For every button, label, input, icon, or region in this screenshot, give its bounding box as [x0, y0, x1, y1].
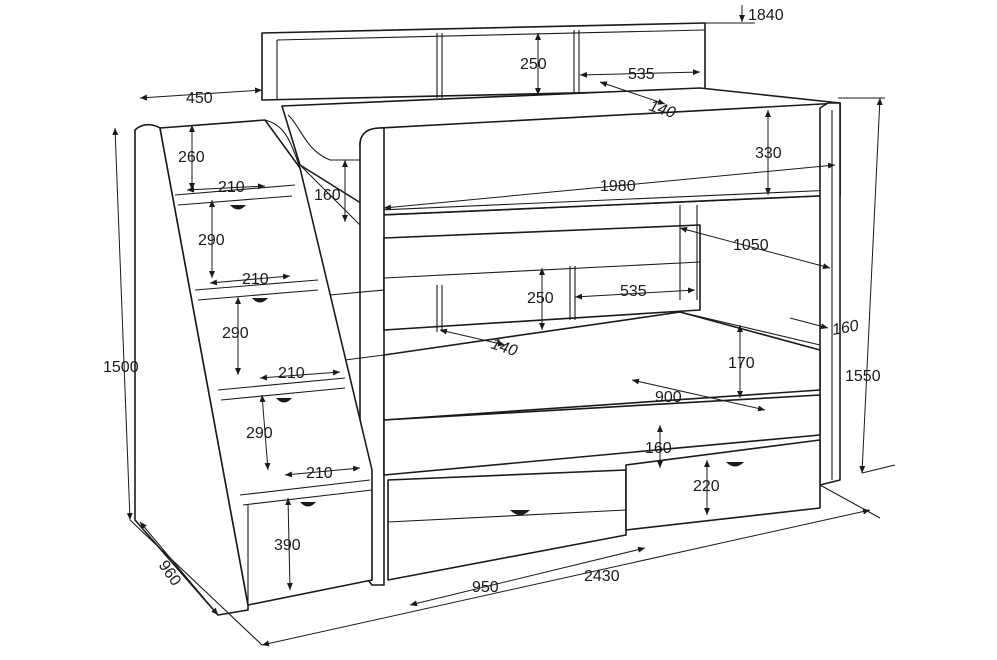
dim-950: 950	[472, 579, 499, 596]
dim-1550: 1550	[845, 368, 881, 385]
dim-290-2: 290	[222, 325, 249, 342]
step-handle-icon[interactable]	[252, 298, 268, 303]
dim-160-right: 160	[831, 318, 860, 339]
step-handle-icon[interactable]	[300, 502, 316, 507]
upper-shelf-unit	[261, 22, 706, 101]
dimension-lines	[112, 5, 896, 647]
dimension-labels: 1840 250 535 140 450 260 210 160 330 198…	[103, 7, 881, 596]
dim-210-1: 210	[218, 179, 245, 196]
dim-170: 170	[728, 355, 755, 372]
dim-160-lower: 160	[645, 440, 672, 457]
dim-1050: 1050	[733, 237, 769, 254]
dim-390: 390	[274, 537, 301, 554]
drawer-handle-icon[interactable]	[726, 462, 744, 467]
right-post	[819, 102, 841, 486]
dim-330: 330	[755, 145, 782, 162]
dim-900: 900	[655, 389, 682, 406]
dim-250-lower: 250	[527, 290, 554, 307]
dim-260: 260	[178, 149, 205, 166]
dim-210-3: 210	[278, 365, 305, 382]
dim-1500: 1500	[103, 359, 139, 376]
dim-290-1: 290	[198, 232, 225, 249]
dim-210-2: 210	[242, 271, 269, 288]
dim-160-upper: 160	[314, 187, 341, 204]
dim-250-upper: 250	[520, 56, 547, 73]
dim-2430: 2430	[584, 568, 620, 585]
dim-210-4: 210	[306, 465, 333, 482]
dim-535-lower: 535	[620, 283, 647, 300]
dim-1840: 1840	[748, 7, 784, 24]
dim-220: 220	[693, 478, 720, 495]
dim-535-upper: 535	[628, 66, 655, 83]
dim-1980: 1980	[600, 178, 636, 195]
step-handle-icon[interactable]	[230, 205, 246, 210]
step-handle-icon[interactable]	[276, 398, 292, 403]
dim-450: 450	[186, 90, 213, 107]
dim-290-3: 290	[246, 425, 273, 442]
